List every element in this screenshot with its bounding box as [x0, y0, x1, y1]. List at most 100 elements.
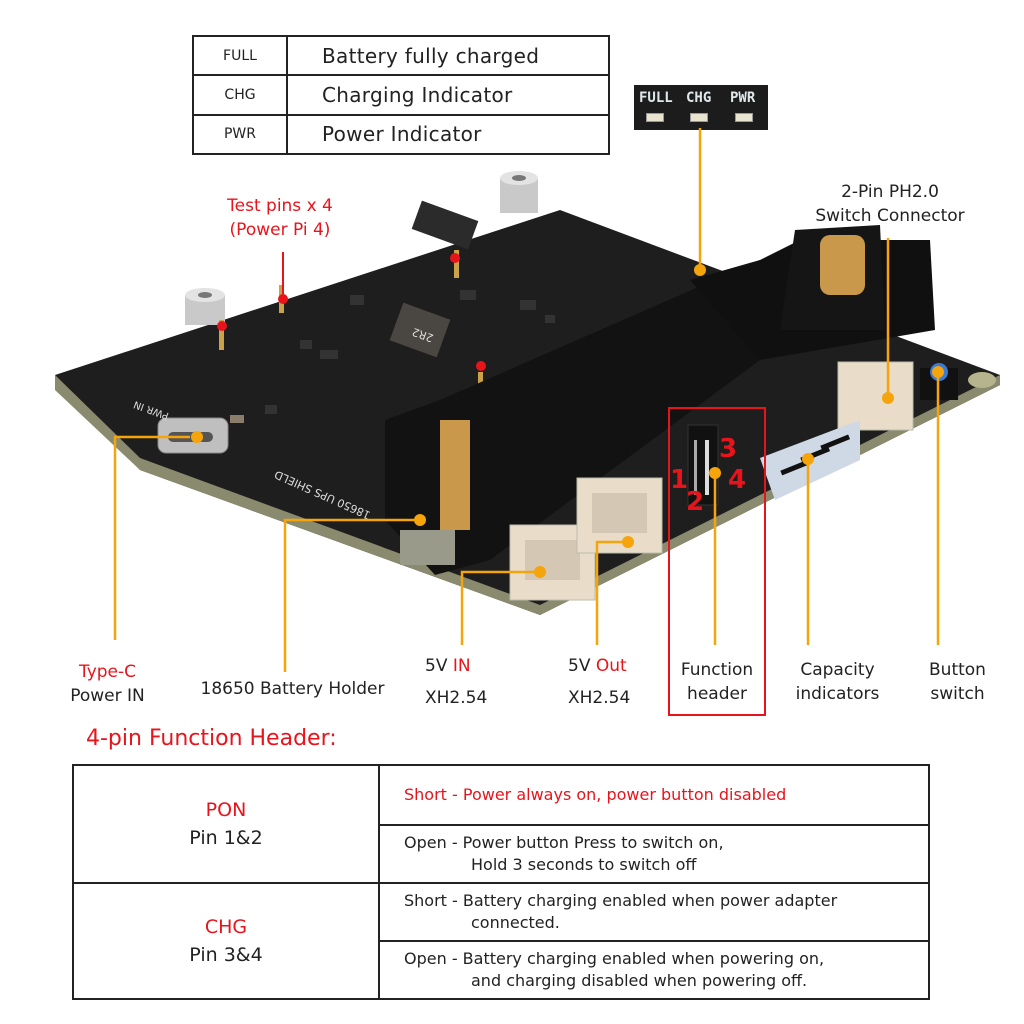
callout-line: (Power Pi 4) [229, 220, 331, 240]
function-header-highlight-box [668, 407, 766, 716]
smd-component-icon [230, 415, 244, 423]
smd-component-icon [300, 340, 312, 349]
callout-line: indicators [795, 684, 880, 704]
five-v-out-leader [595, 540, 628, 645]
battery-holder-callout: 18650 Battery Holder [180, 677, 405, 701]
ic-chip-icon [411, 200, 479, 250]
test-pin-marker-icon [217, 253, 486, 371]
led-legend-table: FULL Battery fully charged CHG Charging … [192, 34, 610, 156]
smd-component-icon [520, 300, 536, 310]
table-row: Open - Power button Press to switch on, … [73, 824, 930, 884]
legend-code: PWR [192, 113, 288, 156]
table-row: Open - Battery charging enabled when pow… [73, 940, 930, 1000]
battery-contact-icon [440, 420, 470, 530]
header-pin-icon [694, 440, 697, 495]
capacity-callout: Capacity indicators [780, 658, 895, 706]
callout-line: Type-C [78, 662, 137, 682]
callout-line: Test pins x 4 [227, 196, 333, 216]
callout-highlight: IN [452, 656, 471, 676]
smd-component-icon [320, 350, 338, 359]
callout-line: Button [929, 660, 986, 680]
callout-dot-icon [932, 366, 944, 378]
function-header-table: PON Pin 1&2 Short - Power always on, pow… [72, 764, 930, 1000]
five-v-out-callout: 5V Out XH2.54 [568, 650, 648, 714]
callout-line: Function [680, 660, 754, 680]
legend-row: FULL Battery fully charged [192, 34, 610, 77]
callout-dot-icon [622, 536, 634, 548]
mode-label: Open - Power button Press to switch on, [404, 833, 724, 852]
smd-component-icon [545, 315, 555, 323]
callout-line: Capacity [800, 660, 875, 680]
mode-label: Short - Battery charging enabled when po… [404, 891, 838, 910]
smd-component-icon [460, 290, 476, 300]
button-callout: Button switch [915, 658, 1000, 706]
mode-continuation: connected. [471, 913, 560, 932]
led-full-icon [646, 113, 664, 122]
legend-code: FULL [192, 34, 288, 77]
pin-group-pins: Pin 3&4 [189, 944, 263, 966]
mode-cell: Open - Battery charging enabled when pow… [378, 940, 930, 1000]
pin-group-name: PON [205, 799, 247, 821]
five-v-in-callout: 5V IN XH2.54 [425, 650, 495, 714]
callout-dot-icon [414, 514, 426, 526]
legend-row: PWR Power Indicator [192, 113, 610, 156]
legend-description: Battery fully charged [286, 34, 610, 77]
callout-dot-icon [694, 264, 706, 276]
mounting-hole-icon [968, 372, 996, 388]
led-chg-icon [690, 113, 708, 122]
pin-group-cell: PON Pin 1&2 [72, 764, 380, 884]
pin-number-2: 2 [686, 487, 704, 517]
callout-line: switch [930, 684, 985, 704]
callout-dot-icon [882, 392, 894, 404]
callout-dots [191, 264, 944, 578]
pin-number-1: 1 [670, 465, 688, 495]
legend-code: CHG [192, 74, 288, 116]
battery-contact-icon [820, 235, 865, 295]
led-label-chg: CHG [686, 90, 712, 106]
led-silkscreen-inset: FULL CHG PWR [634, 85, 768, 130]
five-v-in-leader [460, 570, 540, 645]
mode-label: Short - Power always on, power button di… [404, 785, 787, 804]
led-label-full: FULL [639, 90, 673, 106]
pin-group-name: CHG [204, 916, 248, 938]
mode-cell: Short - Battery charging enabled when po… [378, 882, 930, 942]
standoff-icon [185, 288, 225, 325]
led-pwr-icon [735, 113, 753, 122]
table-row: PON Pin 1&2 Short - Power always on, pow… [72, 764, 930, 884]
callout-dot-icon [191, 431, 203, 443]
callout-line: 2-Pin PH2.0 [841, 182, 939, 202]
callout-highlight: Out [595, 656, 627, 676]
callout-line: XH2.54 [568, 688, 631, 708]
smd-component-icon [265, 405, 277, 414]
callout-leaders [113, 128, 940, 672]
battery-holder-front [385, 260, 760, 575]
callout-line: Power IN [70, 686, 145, 706]
type-c-leader [113, 435, 190, 640]
pin-group-cell: CHG Pin 3&4 [72, 882, 380, 1000]
mode-continuation: Hold 3 seconds to switch off [471, 855, 697, 874]
callout-dot-icon [534, 566, 546, 578]
xh-connector-out-icon [576, 477, 663, 554]
callout-line: header [687, 684, 747, 704]
pin-number-4: 4 [728, 465, 746, 495]
mode-cell: Open - Power button Press to switch on, … [378, 824, 930, 884]
callout-dot-icon [802, 453, 814, 465]
table-row: CHG Pin 3&4 Short - Battery charging ena… [72, 882, 930, 1000]
standoff-icon [500, 171, 538, 213]
mode-continuation: and charging disabled when powering off. [471, 971, 808, 990]
legend-row: CHG Charging Indicator [192, 74, 610, 116]
pin-group-pins: Pin 1&2 [189, 827, 263, 849]
callout-dot-icon [709, 467, 721, 479]
type-c-callout: Type-C Power IN [55, 660, 160, 708]
legend-description: Charging Indicator [286, 74, 610, 116]
callout-line: Switch Connector [815, 206, 965, 226]
legend-description: Power Indicator [286, 113, 610, 156]
test-pins-callout: Test pins x 4 (Power Pi 4) [205, 194, 355, 242]
mode-label: Open - Battery charging enabled when pow… [404, 949, 825, 968]
ph-switch-connector-icon [837, 361, 914, 431]
battery-holder-leader [283, 518, 420, 672]
inductor-icon [389, 302, 451, 358]
jumper-cap-icon [687, 424, 719, 506]
mode-cell: Short - Power always on, power button di… [378, 764, 930, 826]
pin-number-3: 3 [719, 434, 737, 464]
